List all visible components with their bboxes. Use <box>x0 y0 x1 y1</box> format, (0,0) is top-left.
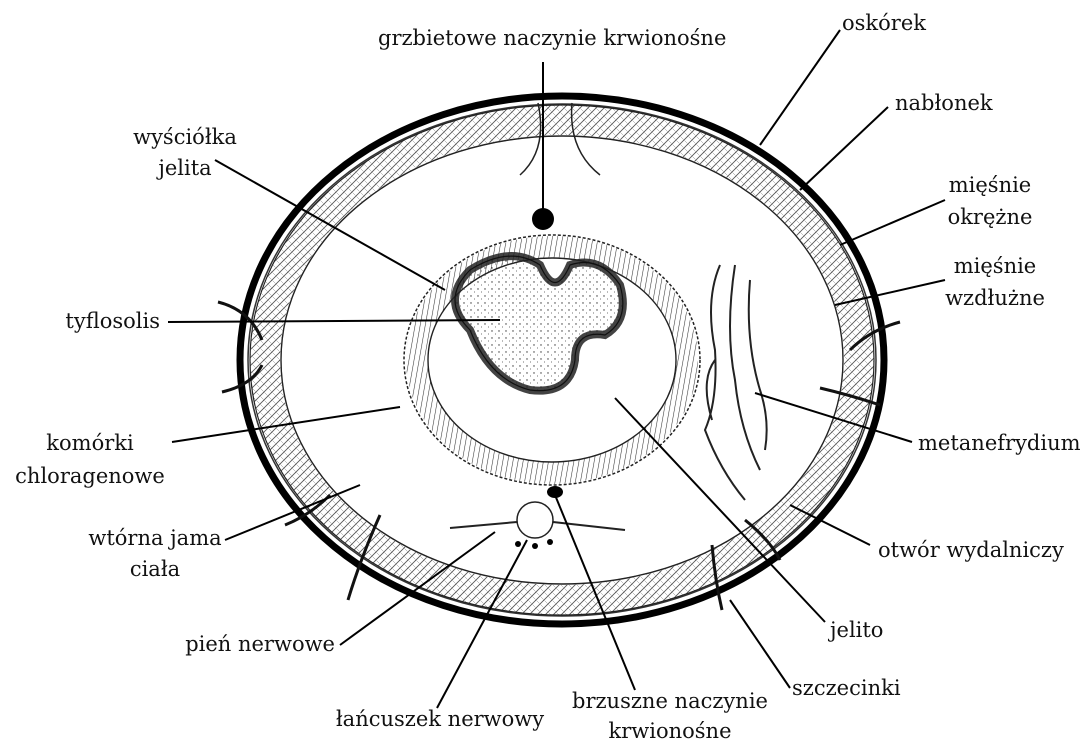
nerve-dot-1 <box>515 541 521 547</box>
label-wysciolka-2: jelita <box>110 155 260 181</box>
label-szczecinki: szczecinki <box>792 675 901 701</box>
label-komorki-1: komórki <box>10 430 170 456</box>
leader-szczecinki <box>730 600 790 688</box>
leader-oskorek <box>760 30 840 145</box>
label-jelito: jelito <box>830 617 883 643</box>
label-lancuszek-nerwowy: łańcuszek nerwowy <box>330 706 550 732</box>
label-miesnie-wzdluzne-2: wzdłużne <box>940 285 1050 311</box>
leader-miesnie-okrezne <box>840 200 945 245</box>
label-brzuszne-1: brzuszne naczynie <box>560 688 780 714</box>
nerve-dot-3 <box>547 539 553 545</box>
label-metanefrydium: metanefrydium <box>918 430 1081 456</box>
label-miesnie-wzdluzne-1: mięśnie <box>940 253 1050 279</box>
dorsal-blood-vessel <box>532 208 554 230</box>
label-otwor-wydalniczy: otwór wydalniczy <box>878 537 1064 563</box>
label-komorki-2: chloragenowe <box>10 463 170 489</box>
nerve-dot-2 <box>532 543 538 549</box>
label-brzuszne-2: krwionośne <box>560 718 780 744</box>
label-miesnie-okrezne-2: okrężne <box>940 204 1040 230</box>
label-grzbietowe-naczynie: grzbietowe naczynie krwionośne <box>378 25 708 51</box>
label-wtorna-jama-1: wtórna jama <box>80 525 230 551</box>
leader-nablonek <box>800 107 888 190</box>
label-tyflosolis: tyflosolis <box>20 308 160 334</box>
label-nablonek: nabłonek <box>895 90 993 116</box>
label-oskorek: oskórek <box>842 10 926 36</box>
label-wysciolka-1: wyściółka <box>110 124 260 150</box>
label-miesnie-okrezne-1: mięśnie <box>940 172 1040 198</box>
label-wtorna-jama-2: ciała <box>80 556 230 582</box>
nerve-cord <box>517 502 553 538</box>
label-pien-nerwowe: pień nerwowe <box>160 631 335 657</box>
